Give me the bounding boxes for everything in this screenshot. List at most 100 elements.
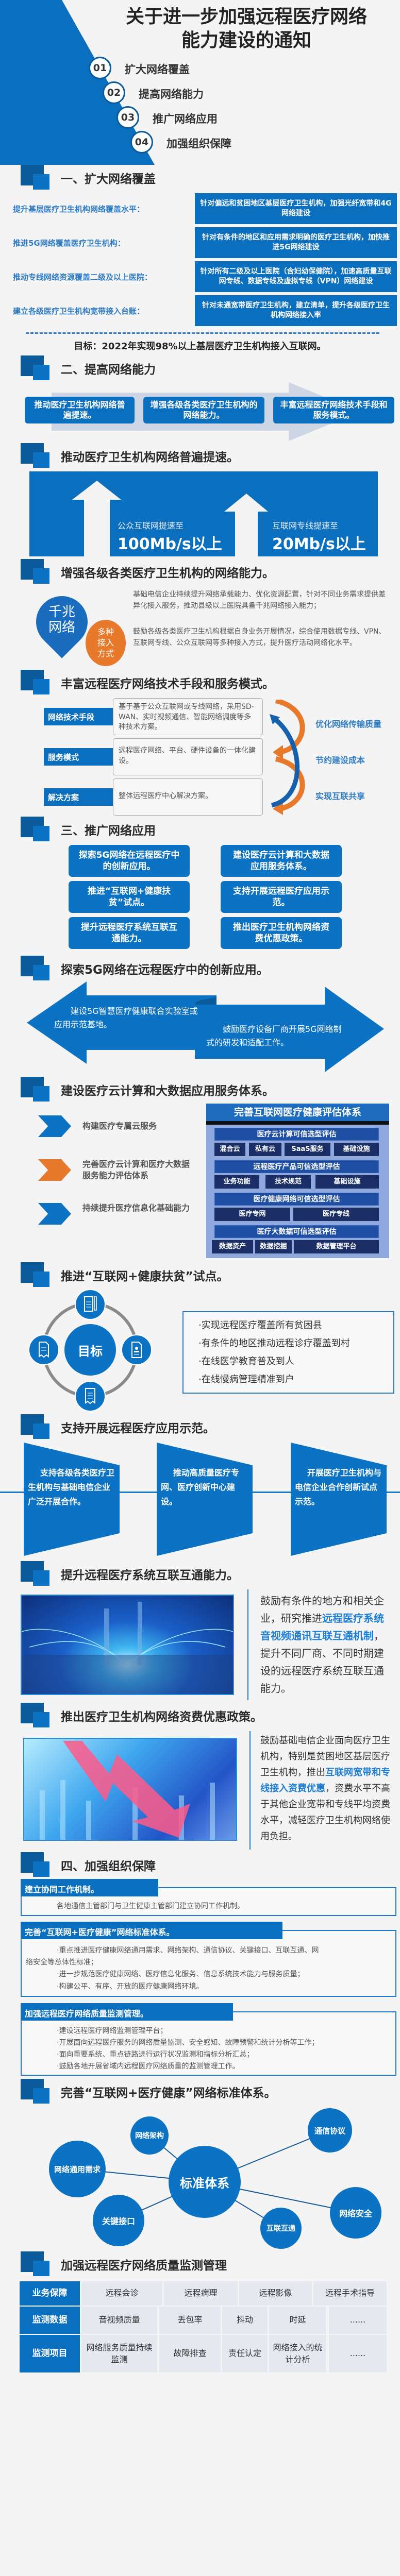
evaluation-cell: 数据资产 <box>212 1240 253 1253</box>
section-marker-icon <box>33 965 49 980</box>
goal-bullet: ·实现远程医疗覆盖所有贫困县 <box>198 1320 322 1331</box>
goal-bullet: ·在线慢病管理精准到户 <box>198 1374 294 1385</box>
evaluation-group-title: 医疗健康网络可信选型评估 <box>214 1193 379 1206</box>
standard-node: 网络架构 <box>130 2116 169 2155</box>
cloud-item: 持续提升医疗信息化基础能力 <box>82 1203 190 1213</box>
table-row-header: 业务保障 <box>20 2281 80 2306</box>
page-title-line1: 关于进一步加强远程医疗网络 <box>125 6 367 27</box>
mode-desc: 基于基于公众互联网或专线网络，采用SD-WAN、实时视频通信、智能网络调度等多种… <box>113 698 263 735</box>
section-marker-icon <box>33 1861 49 1877</box>
down-trend-arrow-icon <box>40 1741 215 1840</box>
standard-node: 关键接口 <box>93 2195 144 2246</box>
coverage-desc: 针对偏远和贫困地区基层医疗卫生机构，加强光纤宽带和4G网络建设 <box>195 193 397 224</box>
toc-item-1[interactable]: 扩大网络覆盖 <box>125 63 190 76</box>
application-box[interactable]: 推进“互联网+健康扶贫”试点。 <box>69 881 190 913</box>
section-header-applications: 三、推广网络应用 <box>21 817 392 842</box>
section-header-capacity: 二、提高网络能力 <box>21 355 392 381</box>
section-title: 二、提高网络能力 <box>61 363 156 377</box>
coverage-label: 推进5G网络覆盖医疗卫生机构： <box>13 239 125 248</box>
speed-panel: 公众互联网提速至 100Mb/s以上 互联网专线提速至 20Mb/s以上 <box>29 471 378 556</box>
evaluation-group-title: 医疗大数据可信选型评估 <box>214 1225 379 1238</box>
mode-label: 解决方案 <box>44 788 113 806</box>
city-network-image <box>21 1595 234 1695</box>
vertical-divider <box>247 1589 248 1700</box>
section-demo: 支持开展远程医疗应用示范。 支持各级各类医疗卫生机构与基础电信企业广泛开展合作。… <box>0 1414 400 1561</box>
speed-value: 20Mb/s以上 <box>272 535 366 553</box>
evaluation-cell: 医疗专线 <box>293 1208 379 1221</box>
evaluation-cell: 数据管理平台 <box>294 1240 379 1253</box>
org-box-line: 络安全等总体性标准； <box>26 1958 98 1967</box>
mode-desc: 远程医疗网络、平台、硬件设备的一体化建设。 <box>113 738 263 775</box>
section-marker-icon <box>33 2088 49 2104</box>
org-box-line: ·重点推进医疗健康网络通用需求、网络架构、通信协议、关键接口、互联互通、网 <box>57 1946 319 1955</box>
interop-text-pre: 鼓励有条件的地方和相关企业，研究推进 <box>260 1595 384 1624</box>
org-box-line: ·鼓励各地开展省域内远程医疗网络质量的监测管理工作。 <box>57 2062 240 2071</box>
tariff-text: 鼓励基础电信企业面向医疗卫生机构，特别是贫困地区基层医疗卫生机构，推出互联网宽带… <box>260 1733 394 1844</box>
section-header-demo: 支持开展远程医疗应用示范。 <box>21 1414 392 1440</box>
section-title: 推动医疗卫生机构网络普遍提速。 <box>61 451 239 464</box>
evaluation-group-title: 医疗云计算可信选型评估 <box>214 1128 379 1141</box>
scroll-icon <box>75 1381 106 1412</box>
toc-item-3[interactable]: 推广网络应用 <box>153 113 218 125</box>
section-title: 支持开展远程医疗应用示范。 <box>61 1422 215 1435</box>
table-cell: 网络接入的统计分析 <box>269 2335 326 2372</box>
evaluation-panel-title: 完善互联网医疗健康评估体系 <box>206 1104 389 1121</box>
section-marker-icon <box>33 1570 49 1586</box>
tariff-highlight: 互联网宽带和专线接入资费优惠 <box>260 1767 390 1794</box>
pin-label: 千兆网络 <box>48 604 75 635</box>
section-marker-icon <box>33 1423 49 1439</box>
evaluation-group-title: 远程医疗产品可信选型评估 <box>214 1160 379 1173</box>
coverage-desc: 针对有条件的地区和应用需求明确的医疗卫生机构，加快推进5G网络建设 <box>195 227 397 258</box>
section-title: 推出医疗卫生机构网络资费优惠政策。 <box>61 1710 262 1724</box>
evaluation-cell: 医疗专网 <box>214 1208 290 1221</box>
section-title: 四、加强组织保障 <box>61 1860 156 1873</box>
section-marker-icon <box>33 365 49 380</box>
mode-label: 网络技术手段 <box>44 708 113 725</box>
toc-item-2[interactable]: 提高网络能力 <box>139 88 204 100</box>
section-speed: 推动医疗卫生机构网络普遍提速。 公众互联网提速至 100Mb/s以上 互联网专线… <box>0 443 400 559</box>
toc-item-4[interactable]: 加强组织保障 <box>166 138 231 150</box>
application-box[interactable]: 探索5G网络在远程医疗中的创新应用。 <box>69 845 190 877</box>
table-cell: 网络服务质量持续监测 <box>81 2335 157 2372</box>
demo-banner <box>24 1443 120 1556</box>
section-cloud: 建设医疗云计算和大数据应用服务体系。 构建医疗专属云服务 完善医疗云计算和医疗大… <box>0 1077 400 1262</box>
section-marker-icon <box>33 679 49 694</box>
interop-text-post: ，提升不同厂商、不同时期建设的远程医疗系统互联互通能力。 <box>260 1630 384 1694</box>
chevron-icon <box>38 1159 71 1181</box>
table-cell: 丢包率 <box>159 2307 221 2334</box>
section-header-organization: 四、加强组织保障 <box>21 1852 392 1878</box>
cloud-item: 完善医疗云计算和医疗大数据服务能力评估体系 <box>82 1159 190 1180</box>
capacity-box: 增强各级各类医疗卫生机构的网络能力。 <box>143 397 264 423</box>
section-marker-icon <box>33 174 49 190</box>
coverage-label: 推动专线网络资源覆盖二级及以上医院： <box>13 273 153 282</box>
org-box-line: 各地通信主管部门与卫生健康主管部门建立协同工作机制。 <box>57 1902 244 1910</box>
table-row-header: 监测数据 <box>20 2307 80 2334</box>
section-organization: 四、加强组织保障 建立协同工作机制。 各地通信主管部门与卫生健康主管部门建立协同… <box>0 1852 400 2079</box>
demo-banner <box>291 1443 387 1556</box>
application-box[interactable]: 建设医疗云计算和大数据应用服务体系。 <box>221 845 342 877</box>
application-box[interactable]: 推出医疗卫生机构网络资费优惠政策。 <box>221 917 342 949</box>
document-edit-icon <box>75 1289 106 1320</box>
vertical-divider <box>249 1731 251 1850</box>
section-marker-icon <box>33 2261 49 2276</box>
section-standards: 完善“互联网+医疗健康”网络标准体系。 网络架构 通信协议 网络通用需求 网络安… <box>0 2079 400 2251</box>
org-box-line: ·开展面向远程医疗服务的网络质量监测、安全感知、故障预警和统计分析等工作； <box>57 2039 319 2047</box>
demo-banner-text: 推动高质量医疗专网、医疗创新中心建设。 <box>161 1468 240 1506</box>
table-cell: 远程病理 <box>164 2281 238 2306</box>
org-box <box>21 1930 396 1997</box>
application-box[interactable]: 提升远程医疗系统互联互通能力。 <box>69 917 190 949</box>
section-header-interop: 提升远程医疗系统互联互通能力。 <box>21 1561 392 1587</box>
section-title: 提升远程医疗系统互联互通能力。 <box>61 1569 239 1582</box>
target-center: 目标 <box>64 1324 116 1376</box>
chevron-icon <box>38 1203 71 1225</box>
section-header-5g: 探索5G网络在远程医疗中的创新应用。 <box>21 956 392 981</box>
section-header-speed: 推动医疗卫生机构网络普遍提速。 <box>21 443 392 469</box>
application-box[interactable]: 支持开展远程医疗应用示范。 <box>221 881 342 913</box>
coverage-label: 提升基层医疗卫生机构网络覆盖水平： <box>13 205 145 214</box>
evaluation-cell: SaaS服务 <box>285 1143 330 1156</box>
page-title-line2: 能力建设的通知 <box>181 30 311 51</box>
toc-number-4: 04 <box>130 131 153 154</box>
toc-number-1: 01 <box>89 57 111 79</box>
toc-number-3: 03 <box>116 106 139 129</box>
section-header-network-capability: 增强各级各类医疗卫生机构的网络能力。 <box>21 559 392 585</box>
